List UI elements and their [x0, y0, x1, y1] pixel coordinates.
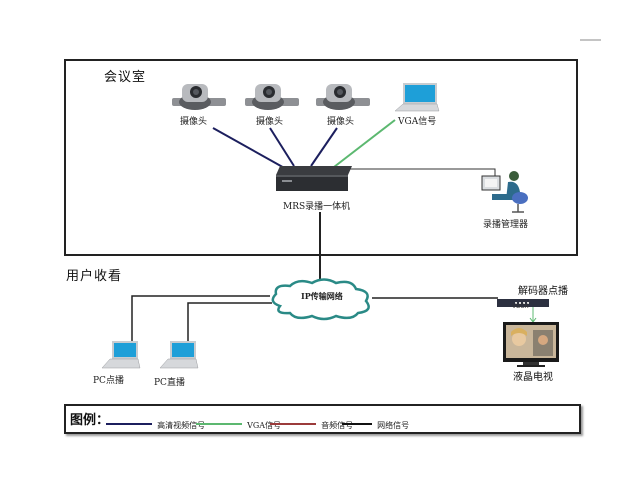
camera-3	[314, 80, 372, 116]
network-line-manager	[334, 168, 496, 178]
vga-label: VGA信号	[398, 117, 437, 127]
user-view-title: 用户收看	[66, 269, 123, 284]
legend	[64, 404, 581, 434]
legend-item-vga: VGA信号	[196, 413, 281, 432]
rack-server-icon	[276, 166, 352, 191]
legend-title: 图例：	[70, 413, 110, 428]
ptz-camera-icon	[172, 84, 226, 110]
ip-network-cloud	[266, 276, 376, 326]
laptop-icon	[394, 83, 440, 112]
network-label: IP传输网络	[301, 291, 343, 301]
camera-1	[170, 80, 228, 116]
recorder	[272, 165, 354, 199]
camera-1-label: 摄像头	[180, 117, 208, 127]
legend-swatch-audio	[270, 422, 316, 425]
video-line-camera-1	[212, 127, 289, 171]
decoder-brand: VBOX	[512, 303, 529, 310]
camera-3-label: 摄像头	[327, 117, 355, 127]
ptz-camera-icon	[245, 84, 299, 110]
vga-line	[333, 119, 396, 168]
legend-swatch-hd-video	[106, 422, 152, 425]
cloud-icon	[271, 278, 370, 321]
network-line-pc-vod	[131, 295, 270, 342]
legend-item-network: 网络信号	[342, 413, 409, 432]
camera-2-label: 摄像头	[256, 117, 284, 127]
legend-swatch-network	[342, 422, 372, 425]
recorder-label: MRS录播一体机	[283, 202, 351, 212]
operator-at-computer-icon	[481, 171, 528, 213]
legend-label-network: 网络信号	[377, 421, 410, 430]
meeting-room-box	[64, 59, 578, 256]
tv-label: 液晶电视	[513, 372, 553, 383]
legend-label-hd-video: 高清视频信号	[157, 421, 206, 430]
network-line-pc-live	[187, 302, 272, 342]
legend-item-audio: 音频信号	[270, 413, 353, 432]
ptz-camera-icon	[316, 84, 370, 110]
legend-swatch-vga	[196, 422, 242, 425]
video-line-camera-3	[310, 127, 338, 167]
vga-laptop	[393, 82, 441, 118]
laptop-icon	[101, 341, 141, 369]
pc-vod	[100, 340, 142, 374]
camera-2	[243, 80, 301, 116]
legend-label-vga: VGA信号	[247, 421, 282, 430]
lcd-tv	[503, 322, 559, 372]
decoder-label: 解码器点播	[518, 286, 568, 297]
tv-icon	[503, 322, 559, 367]
video-line-camera-2	[269, 127, 295, 167]
recording-manager	[480, 168, 532, 220]
decoder	[497, 293, 549, 312]
pc-live	[158, 340, 200, 374]
pc-vod-label: PC点播	[93, 376, 124, 386]
legend-label-audio: 音频信号	[321, 421, 354, 430]
meeting-room-title: 会议室	[104, 70, 147, 85]
legend-item-hd-video: 高清视频信号	[106, 413, 205, 432]
laptop-icon	[159, 341, 199, 369]
pc-live-label: PC直播	[154, 378, 185, 388]
decoder-box-icon	[497, 299, 549, 307]
manager-label: 录播管理器	[483, 220, 529, 230]
